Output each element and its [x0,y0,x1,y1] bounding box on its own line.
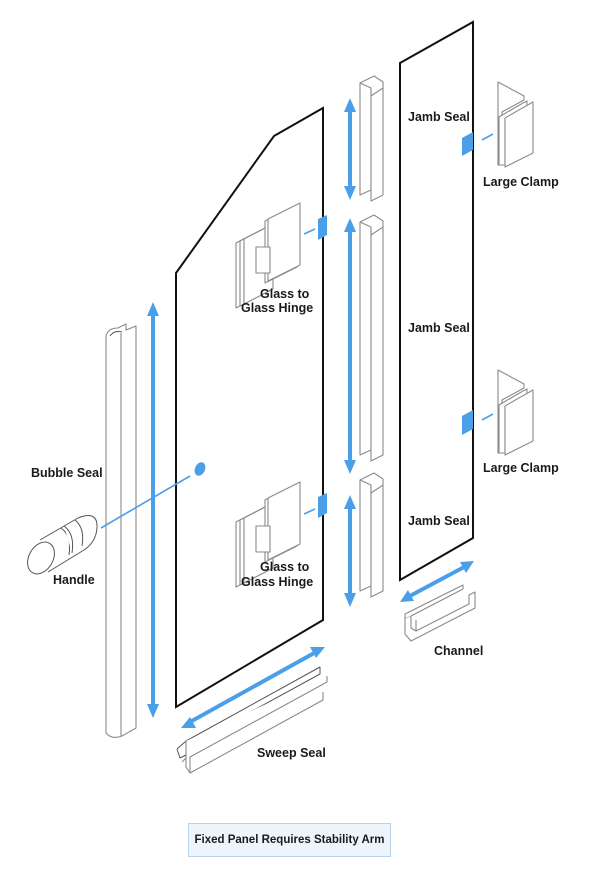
handle-part [27,515,98,575]
label-bubble-seal: Bubble Seal [31,466,103,480]
jamb-seal-top-part [359,75,384,202]
sweep-seal-arrow [181,647,325,728]
channel-part [404,584,476,642]
jamb-seal-middle-arrow [344,218,356,474]
label-hinge-top-line2: Glass Hinge [241,301,313,315]
large-clamp-bottom-pointer [481,413,494,421]
hinge-top-part [235,202,301,309]
sweep-seal-part [176,666,328,774]
large-clamp-bottom-marker [462,410,473,435]
channel-arrow [400,561,474,602]
bubble-seal-part [105,323,137,739]
door-glass-panel [175,106,324,709]
stability-arm-note: Fixed Panel Requires Stability Arm [188,823,391,857]
jamb-seal-middle-part [359,214,384,462]
label-jamb-seal-top: Jamb Seal [408,110,470,124]
label-hinge-top-line1: Glass to [260,287,310,301]
label-jamb-seal-middle: Jamb Seal [408,321,470,335]
label-handle: Handle [53,573,95,587]
jamb-seal-bottom-arrow [344,495,356,607]
label-hinge-bottom-line1: Glass to [260,560,310,574]
handle-mount-line [100,475,191,529]
label-channel: Channel [434,644,483,658]
hinge-top-marker [318,215,327,240]
hinge-bottom-pointer [303,508,316,515]
label-jamb-seal-bottom: Jamb Seal [408,514,470,528]
handle-hole-marker [194,462,206,476]
jamb-seal-bottom-part [359,472,384,598]
label-hinge-bottom-line2: Glass Hinge [241,575,313,589]
large-clamp-top-part [497,81,534,168]
hinge-bottom-part [235,481,301,588]
label-large-clamp-bottom: Large Clamp [483,461,559,475]
hinge-bottom-marker [318,493,327,518]
fixed-glass-panel [399,20,474,582]
jamb-seal-top-arrow [344,98,356,200]
label-sweep-seal: Sweep Seal [257,746,326,760]
label-large-clamp-top: Large Clamp [483,175,559,189]
stability-arm-note-text: Fixed Panel Requires Stability Arm [194,834,385,846]
hinge-top-pointer [303,228,316,235]
large-clamp-top-marker [462,132,473,156]
large-clamp-top-pointer [481,133,494,141]
bubble-seal-arrow [147,302,159,718]
large-clamp-bottom-part [497,369,534,456]
